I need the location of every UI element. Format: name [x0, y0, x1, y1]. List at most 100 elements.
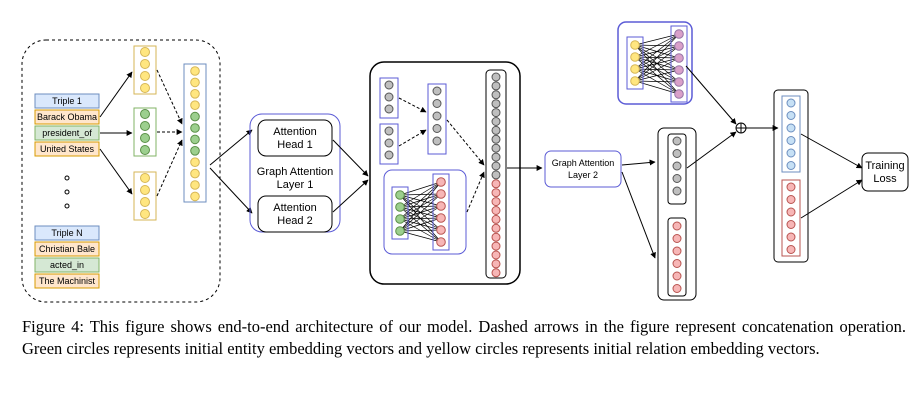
training-loss-line1: Training [865, 160, 904, 172]
arrow-to-attention-head-2 [209, 167, 253, 214]
graph-attention-layer-2-box [544, 150, 622, 188]
output-neuron [672, 186, 682, 196]
concat-neuron [190, 111, 200, 122]
hidden-neuron [384, 150, 394, 160]
edge [399, 217, 442, 232]
relation-neuron [140, 83, 150, 93]
output-neuron [674, 77, 684, 87]
output-neuron [491, 259, 501, 269]
relation-embedding-top [133, 45, 157, 95]
layer-frame [432, 173, 450, 251]
output-neuron [491, 108, 501, 118]
triple-n-tail-entity: The Machinist [39, 276, 96, 286]
entity-neuron [140, 133, 150, 143]
final-neuron [786, 232, 796, 242]
final-neuron [786, 220, 796, 229]
gat-layer-2-line2: Layer 2 [568, 170, 598, 180]
output-neuron [436, 201, 446, 211]
edge [634, 69, 680, 82]
output-neuron [491, 125, 501, 135]
ellipsis-dots [64, 175, 70, 209]
attention-head-1-line2: Head 1 [277, 139, 312, 151]
relation-neuron [140, 185, 150, 195]
output-neuron [491, 99, 501, 109]
output-neuron [491, 170, 501, 180]
concat-neuron [190, 77, 200, 88]
triple-1-header: Triple 1 [52, 96, 82, 106]
output-neuron [491, 250, 501, 260]
edge [634, 33, 680, 70]
output-neuron [674, 41, 684, 51]
input-neuron [395, 190, 405, 200]
edge [634, 33, 680, 46]
attention-head-2-line2: Head 2 [277, 215, 312, 227]
attention-head-2-box [257, 195, 333, 233]
hidden-neuron [384, 126, 394, 136]
combined-entity-vector [485, 69, 507, 279]
hidden-neuron [432, 136, 442, 146]
head1-output-b [379, 123, 399, 165]
hidden-neuron [384, 80, 394, 90]
input-neuron [395, 214, 405, 224]
output-neuron [491, 206, 501, 215]
final-neuron [786, 123, 796, 133]
output-neuron [672, 259, 682, 268]
output-neuron [672, 221, 682, 231]
output-neuron [491, 268, 501, 278]
input-neuron [630, 76, 640, 86]
arrow-triple-to-yellow-top [99, 71, 133, 118]
arrow-triple-to-yellow-bottom [99, 148, 133, 195]
dashed-concat-gray-b [398, 129, 427, 147]
gat-layer-1-line1: Graph Attention [257, 166, 333, 178]
hidden-neuron [432, 111, 442, 121]
final-neuron [786, 98, 796, 108]
output-neuron [491, 214, 501, 224]
attention-head-1-line1: Attention [273, 126, 316, 138]
concat-projection-block [369, 61, 521, 285]
output-neuron [491, 232, 501, 242]
relation-neuron [140, 59, 150, 69]
concatenated-triple-vector [183, 63, 207, 203]
output-neuron [491, 241, 501, 251]
entity-neuron [140, 121, 150, 131]
attention-head-2-line1: Attention [273, 202, 316, 214]
output-neuron [672, 161, 682, 171]
triple-1-table: Triple 1 Barack Obama president_of Unite… [34, 93, 100, 157]
entity-neuron [140, 145, 150, 155]
relation-neuron [140, 173, 150, 183]
attention-head-1-box [257, 119, 333, 157]
gat-layer-1-line2: Layer 1 [277, 179, 314, 191]
output-neuron [491, 152, 501, 162]
head2-bipartite-network [391, 173, 450, 251]
edge [399, 181, 442, 220]
hidden-neuron [432, 124, 442, 133]
relation-neuron [140, 209, 150, 219]
concat-neuron [190, 89, 200, 99]
figure-caption: Figure 4: This figure shows end-to-end a… [22, 317, 906, 358]
arrow-head1-to-block [332, 139, 369, 177]
training-loss-line2: Loss [873, 173, 897, 185]
output-neuron [491, 90, 501, 100]
output-neuron [436, 225, 446, 235]
hidden-neuron [384, 104, 394, 114]
arrow-blue-to-loss [800, 133, 863, 169]
concat-neuron [190, 146, 200, 156]
output-neuron [491, 117, 501, 126]
concat-neuron [190, 134, 200, 145]
output-neuron [491, 223, 501, 233]
edge [634, 45, 680, 82]
hidden-neuron [384, 92, 394, 102]
input-neuron [395, 202, 405, 212]
relation-projection-frame [617, 21, 693, 105]
hidden-neuron [384, 138, 394, 148]
triple-1-tail-entity: United States [40, 144, 95, 154]
output-neuron [436, 189, 446, 199]
output-neuron [674, 29, 684, 39]
hidden-neuron [432, 99, 442, 108]
output-neuron [672, 271, 682, 281]
edge [634, 33, 680, 82]
entity-neuron [140, 109, 150, 119]
final-neuron [786, 207, 796, 217]
concat-neuron [190, 100, 200, 110]
edge [634, 80, 680, 83]
